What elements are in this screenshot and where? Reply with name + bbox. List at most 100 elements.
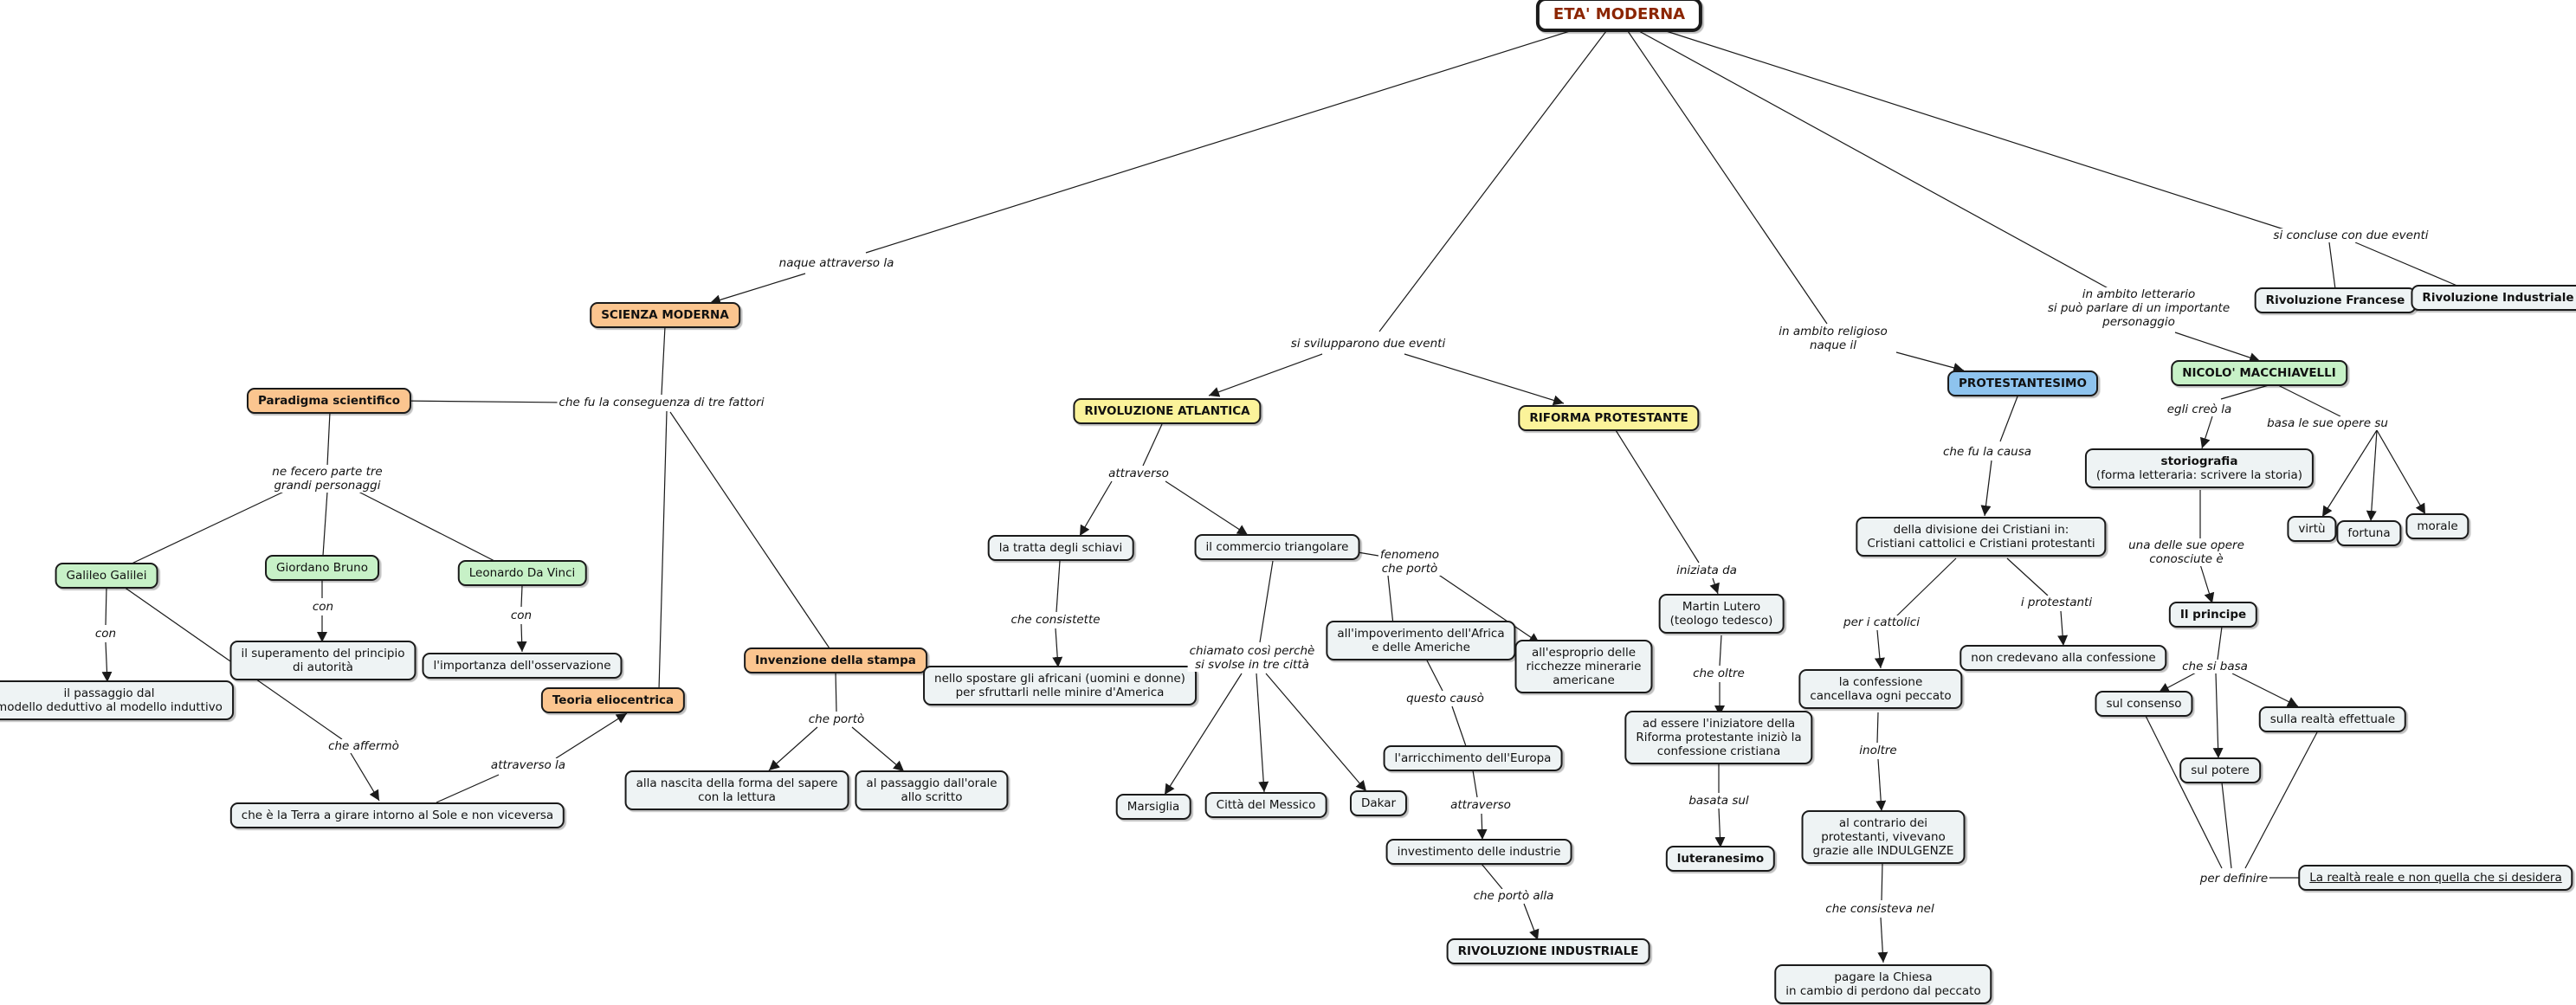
node-scienza-moderna[interactable]: SCIENZA MODERNA bbox=[590, 302, 740, 328]
node-virtu[interactable]: virtù bbox=[2287, 516, 2337, 542]
connector-line bbox=[1472, 770, 1478, 798]
node-sul-potere[interactable]: sul potere bbox=[2179, 757, 2261, 783]
node-indulgenze[interactable]: al contrario dei protestanti, vivevano g… bbox=[1801, 810, 1966, 864]
connector-line bbox=[1052, 628, 1063, 668]
node-line: pagare la Chiesa bbox=[1834, 970, 1933, 984]
node-arricchimento-europa[interactable]: l'arricchimento dell'Europa bbox=[1383, 745, 1563, 771]
node-giordano-bruno[interactable]: Giordano Bruno bbox=[265, 555, 379, 581]
connector-line bbox=[1874, 629, 1885, 669]
link-label-che-oltre: che oltre bbox=[1691, 667, 1746, 680]
connector-line bbox=[1404, 353, 1565, 406]
node-divisione-cristiani[interactable]: della divisione dei Cristiani in: Cristi… bbox=[1856, 517, 2107, 557]
label-line: in ambito religioso bbox=[1779, 325, 1888, 338]
link-label-affermo: che affermò bbox=[326, 739, 401, 753]
node-line: in cambio di perdono dal peccato bbox=[1785, 984, 1981, 998]
node-line: ad essere l'iniziatore della bbox=[1642, 717, 1796, 731]
node-galileo-galilei[interactable]: Galileo Galilei bbox=[55, 563, 158, 589]
node-morale[interactable]: morale bbox=[2405, 513, 2469, 539]
node-nicolo-macchiavelli[interactable]: NICOLO' MACCHIAVELLI bbox=[2171, 360, 2347, 386]
root-node-eta-moderna[interactable]: ETA' MODERNA bbox=[1535, 0, 1703, 32]
connector-line bbox=[669, 411, 830, 649]
connector-line bbox=[322, 491, 328, 557]
link-label-cattolici: per i cattolici bbox=[1842, 615, 1921, 629]
connector-line bbox=[436, 774, 500, 803]
connector-line bbox=[1426, 660, 1443, 692]
node-orale-scritto[interactable]: al passaggio dall'orale allo scritto bbox=[855, 770, 1009, 810]
node-spostare-africani[interactable]: nello spostare gli africani (uomini e do… bbox=[923, 666, 1197, 705]
node-rivoluzione-francese[interactable]: Rivoluzione Francese bbox=[2254, 287, 2417, 313]
node-rivoluzione-industriale-atlantica[interactable]: RIVOLUZIONE INDUSTRIALE bbox=[1446, 938, 1650, 964]
node-terra-sole[interactable]: che è la Terra a girare intorno al Sole … bbox=[229, 802, 565, 828]
node-pagare-chiesa[interactable]: pagare la Chiesa in cambio di perdono da… bbox=[1774, 964, 1992, 1004]
connector-line bbox=[2199, 564, 2215, 604]
node-line: per sfruttarli nelle minire d'America bbox=[955, 686, 1165, 699]
node-teoria-eliocentrica[interactable]: Teoria eliocentrica bbox=[540, 687, 686, 713]
node-line: della divisione dei Cristiani in: bbox=[1893, 523, 2069, 537]
connector-line bbox=[1999, 396, 2018, 442]
connector-line bbox=[1895, 557, 1957, 617]
node-martin-lutero[interactable]: Martin Lutero (teologo tedesco) bbox=[1658, 594, 1785, 634]
link-label-basata: basata sul bbox=[1687, 794, 1751, 808]
link-label-attraverso-europa: attraverso bbox=[1449, 798, 1513, 812]
node-line: modello deduttivo al modello induttivo bbox=[0, 700, 223, 714]
connector-line bbox=[2366, 429, 2378, 522]
node-tratta-schiavi[interactable]: la tratta degli schiavi bbox=[987, 535, 1134, 561]
node-invenzione-stampa[interactable]: Invenzione della stampa bbox=[744, 647, 927, 673]
node-realta-reale[interactable]: La realtà reale e non quella che si desi… bbox=[2298, 865, 2573, 891]
node-principio-autorita[interactable]: il superamento del principio di autorità bbox=[229, 641, 416, 680]
node-rivoluzione-industriale[interactable]: Rivoluzione Industriale bbox=[2411, 285, 2576, 311]
node-impoverimento[interactable]: all'impoverimento dell'Africa e delle Am… bbox=[1326, 621, 1516, 660]
node-line: all'esproprio delle bbox=[1531, 646, 1637, 660]
node-realta-effettuale[interactable]: sulla realtà effettuale bbox=[2258, 706, 2407, 732]
node-storiografia[interactable]: storiografia (forma letteraria: scrivere… bbox=[2084, 448, 2315, 488]
node-forma-sapere[interactable]: alla nascita della forma del sapere con … bbox=[624, 770, 849, 810]
connector-line bbox=[1877, 917, 1888, 963]
node-luteranesimo[interactable]: luteranesimo bbox=[1665, 846, 1776, 872]
connector-line bbox=[1714, 808, 1726, 848]
connector-line bbox=[105, 586, 107, 626]
node-investimento-industrie[interactable]: investimento delle industrie bbox=[1385, 839, 1572, 865]
connector-line bbox=[520, 585, 523, 608]
node-leonardo-da-vinci[interactable]: Leonardo Da Vinci bbox=[457, 560, 587, 586]
connector-line bbox=[2145, 715, 2223, 869]
node-line: al contrario dei bbox=[1838, 816, 1928, 830]
node-protestantesimo[interactable]: PROTESTANTESIMO bbox=[1947, 370, 2098, 396]
connector-line bbox=[2217, 626, 2223, 660]
node-line: ricchezze minerarie bbox=[1526, 660, 1642, 673]
node-line: nello spostare gli africani (uomini e do… bbox=[934, 672, 1185, 686]
connector-line bbox=[1615, 429, 1700, 564]
label-line: che portò bbox=[1381, 562, 1438, 576]
node-fortuna[interactable]: fortuna bbox=[2336, 520, 2402, 546]
node-citta-messico[interactable]: Città del Messico bbox=[1204, 792, 1327, 818]
link-label-inoltre: inoltre bbox=[1857, 744, 1899, 757]
node-line: Martin Lutero bbox=[1682, 600, 1761, 614]
connector-line bbox=[1709, 577, 1720, 595]
connector-line bbox=[768, 726, 818, 771]
node-confessione[interactable]: la confessione cancellava ogni peccato bbox=[1798, 669, 1963, 709]
node-paradigma-scientifico[interactable]: Paradigma scientifico bbox=[246, 388, 412, 414]
node-marsiglia[interactable]: Marsiglia bbox=[1115, 794, 1191, 820]
link-label-porto: che portò bbox=[806, 712, 867, 726]
node-line: di autorità bbox=[293, 660, 353, 674]
connector-line bbox=[1980, 460, 1992, 517]
node-modello-induttivo[interactable]: il passaggio dal modello deduttivo al mo… bbox=[0, 680, 234, 720]
node-esproprio[interactable]: all'esproprio delle ricchezze minerarie … bbox=[1514, 640, 1653, 693]
node-non-credevano[interactable]: non credevano alla confessione bbox=[1959, 645, 2167, 671]
connector-line bbox=[2328, 242, 2336, 290]
node-sul-consenso[interactable]: sul consenso bbox=[2095, 691, 2193, 717]
node-iniziatore-riforma[interactable]: ad essere l'iniziatore della Riforma pro… bbox=[1624, 711, 1813, 764]
link-label-si-basa: che si basa bbox=[2180, 660, 2250, 673]
link-label-basa-opere: basa le sue opere su bbox=[2265, 416, 2390, 430]
label-line: grandi personaggi bbox=[274, 479, 381, 493]
node-osservazione[interactable]: l'importanza dell'osservazione bbox=[422, 653, 623, 679]
node-line: americane bbox=[1553, 673, 1615, 687]
node-rivoluzione-atlantica[interactable]: RIVOLUZIONE ATLANTICA bbox=[1073, 398, 1262, 424]
link-label-conseguenza: che fu la conseguenza di tre fattori bbox=[557, 396, 766, 409]
node-dakar[interactable]: Dakar bbox=[1349, 790, 1408, 816]
connector-line bbox=[1165, 480, 1249, 536]
label-line: si può parlare di un importante bbox=[2047, 301, 2231, 315]
node-commercio-triangolare[interactable]: il commercio triangolare bbox=[1194, 534, 1360, 560]
node-riforma-protestante[interactable]: RIFORMA PROTESTANTE bbox=[1518, 405, 1700, 431]
link-label-fenomeno: fenomeno che portò bbox=[1378, 548, 1442, 576]
node-il-principe[interactable]: Il principe bbox=[2168, 602, 2258, 628]
